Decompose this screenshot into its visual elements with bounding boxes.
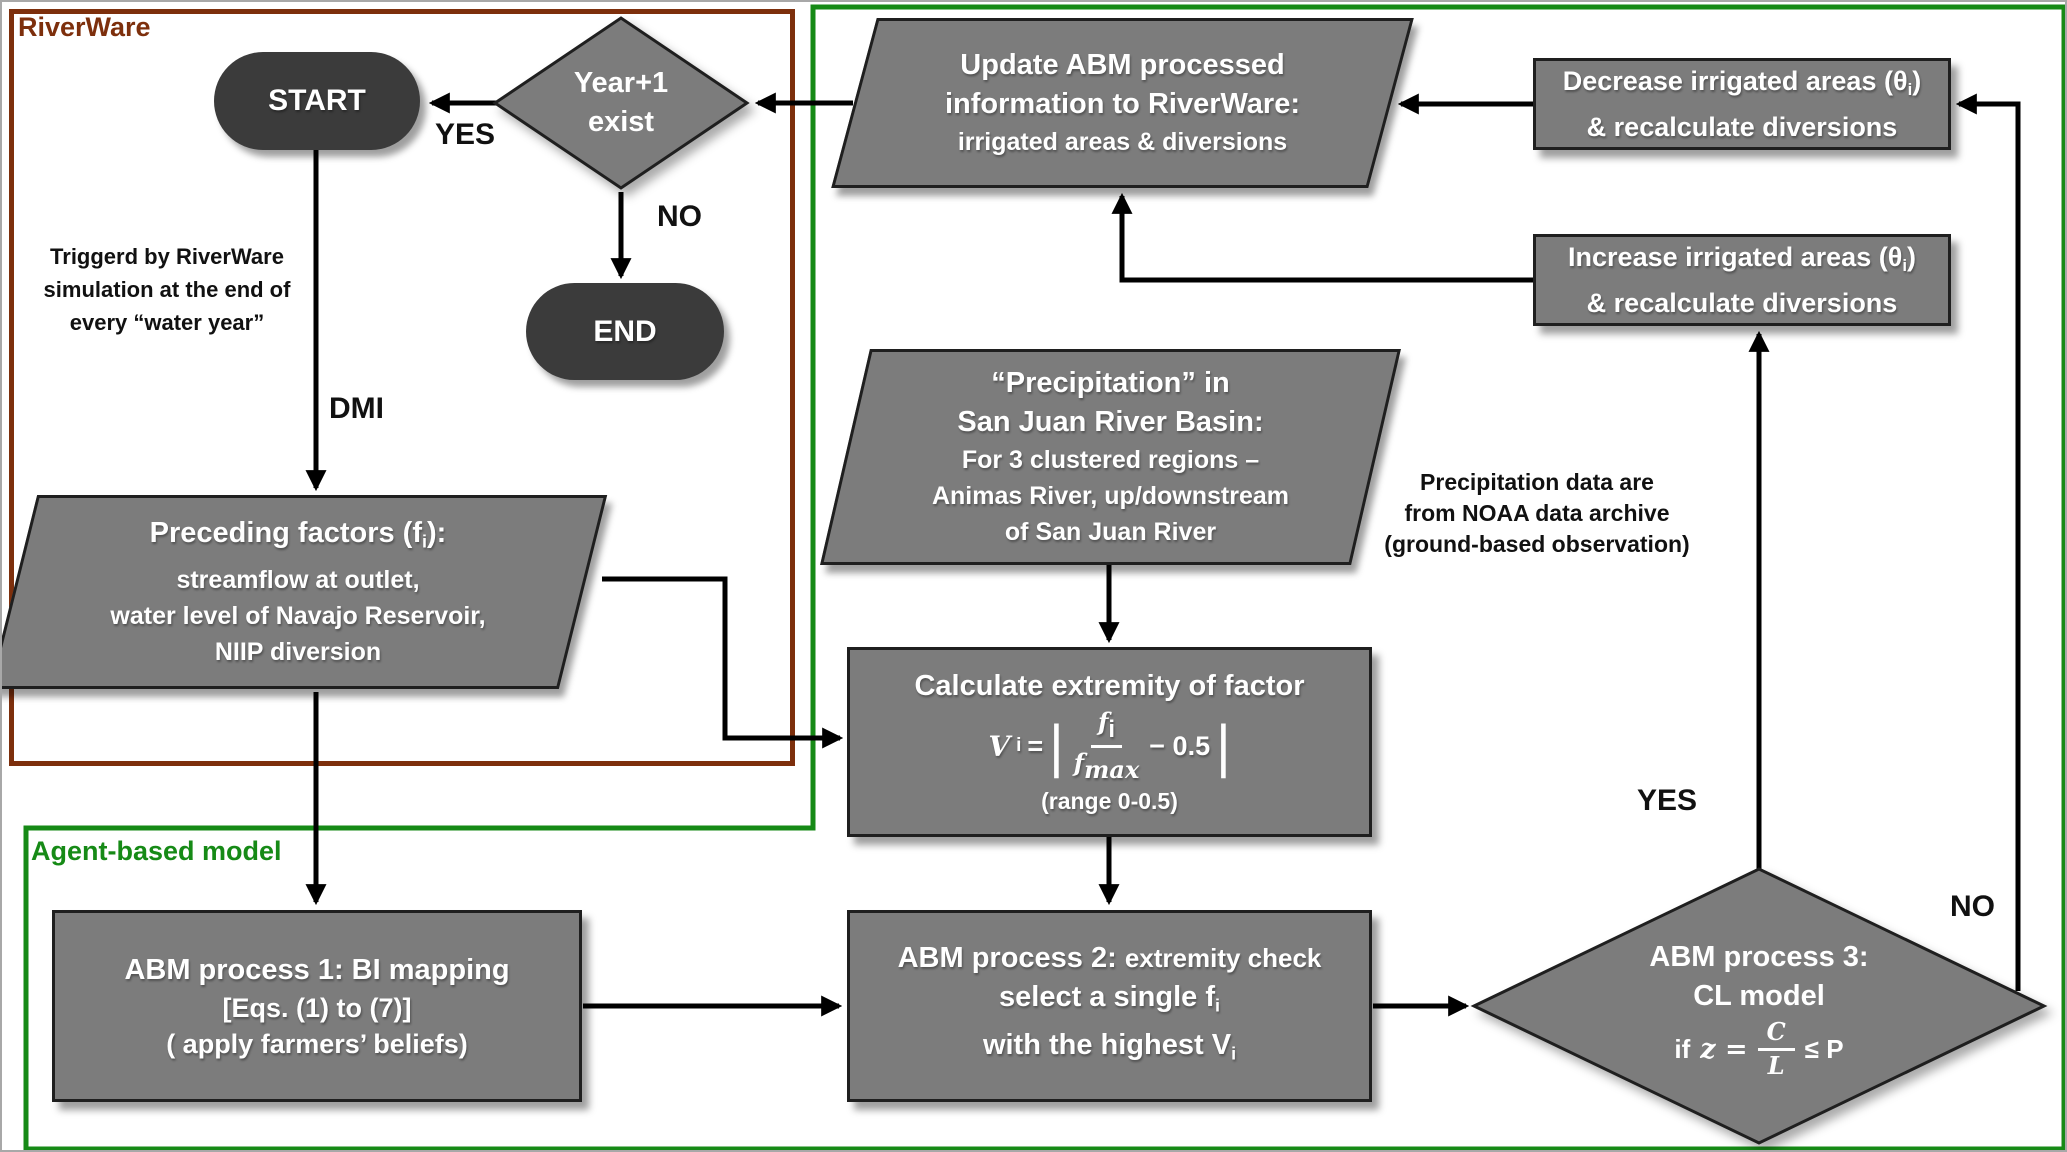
precip-line1: “Precipitation” in (991, 367, 1230, 399)
calculate-title: Calculate extremity of factor (914, 670, 1305, 703)
no-label-right: NO (1950, 890, 1995, 923)
preceding-line4: NIIP diversion (214, 637, 382, 666)
abm-process-3-decision-shape (1470, 867, 2048, 1145)
trigger-note-line3: every “water year” (69, 310, 265, 335)
increase-line1: Increase irrigated areas (θi) (1568, 242, 1916, 276)
riverware-region-border (9, 9, 795, 766)
abm-process-2-box: ABM process 2: extremity check select a … (847, 910, 1372, 1102)
noaa-note-line3: (ground-based observation) (1384, 531, 1690, 557)
year-exist-line1: Year+1 (573, 67, 669, 99)
noaa-note-line2: from NOAA data archive (1404, 500, 1670, 526)
update-abm-parallelogram: Update ABM processed information to Rive… (831, 18, 1414, 188)
abm2-line1: ABM process 2: extremity check (897, 942, 1322, 975)
update-line1: Update ABM processed (960, 49, 1285, 81)
start-node: START (214, 52, 420, 150)
precip-line2: San Juan River Basin: (957, 406, 1264, 438)
trigger-note-line2: simulation at the end of (43, 277, 291, 302)
noaa-note-line1: Precipitation data are (1420, 469, 1654, 495)
start-label: START (268, 84, 366, 117)
dmi-label: DMI (329, 392, 384, 425)
yes-label-left: YES (435, 118, 496, 151)
decrease-line2: & recalculate diversions (1586, 111, 1898, 142)
arrow-abm3-no-to-decrease (1955, 93, 2021, 991)
fi-over-fmax-fraction: fi fmax (1073, 707, 1140, 785)
noaa-note: Precipitation data are from NOAA data ar… (1362, 467, 1712, 560)
precip-line4: Animas River, up/downstream (931, 482, 1290, 510)
end-node: END (526, 283, 724, 380)
increase-line2: & recalculate diversions (1586, 287, 1898, 318)
trigger-note: Triggerd by RiverWare simulation at the … (12, 240, 322, 339)
precip-line5: of San Juan River (1004, 518, 1217, 546)
abm-region-label: Agent-based model (31, 836, 282, 866)
abm1-line2: [Eqs. (1) to (7)] (222, 992, 412, 1023)
trigger-note-line1: Triggerd by RiverWare (50, 244, 284, 269)
abm-process-3-decision: ABM process 3: CL model if z = C L ≤ P (1569, 935, 1949, 1085)
cl-condition-formula: if z = C L ≤ P (1674, 1016, 1844, 1080)
abm3-line1: ABM process 3: (1649, 940, 1869, 973)
abm2-line2: select a single fi (999, 981, 1220, 1016)
decrease-line1: Decrease irrigated areas (θi) (1562, 66, 1922, 100)
year-exist-decision-shape (492, 16, 750, 190)
decrease-areas-box: Decrease irrigated areas (θi) & recalcul… (1533, 58, 1951, 150)
abm-process-1-box: ABM process 1: BI mapping [Eqs. (1) to (… (52, 910, 582, 1102)
no-label-left: NO (657, 200, 702, 233)
precipitation-parallelogram: “Precipitation” in San Juan River Basin:… (820, 349, 1401, 565)
precip-line3: For 3 clustered regions – (961, 446, 1260, 474)
abm1-line3: ( apply farmers’ beliefs) (166, 1028, 468, 1059)
riverware-region-label: RiverWare (18, 12, 151, 42)
preceding-line3: water level of Navajo Reservoir, (110, 601, 486, 630)
abm-region-border (23, 4, 2065, 1150)
c-over-l-fraction: C L (1757, 1018, 1795, 1080)
abm3-line2: CL model (1693, 979, 1825, 1012)
end-label: END (593, 314, 657, 348)
abm2-line3: with the highest Vi (982, 1028, 1237, 1063)
update-line3: irrigated areas & diversions (957, 128, 1288, 156)
preceding-factors-parallelogram: Preceding factors (fi): streamflow at ou… (2, 495, 608, 689)
preceding-line1: Preceding factors (fi): (149, 517, 447, 552)
abm1-line1: ABM process 1: BI mapping (124, 953, 510, 986)
yes-label-right: YES (1637, 784, 1698, 817)
arrow-preceding-to-calculate (602, 576, 844, 749)
year-exist-line2: exist (587, 106, 655, 138)
update-line2: information to RiverWare: (944, 88, 1300, 120)
arrow-increase-to-update (1111, 192, 1533, 283)
preceding-line2: streamflow at outlet, (176, 565, 420, 594)
calculate-range: (range 0-0.5) (1041, 787, 1178, 814)
year-exist-decision: Year+1 exist (511, 55, 731, 151)
increase-areas-box: Increase irrigated areas (θi) & recalcul… (1533, 234, 1951, 326)
